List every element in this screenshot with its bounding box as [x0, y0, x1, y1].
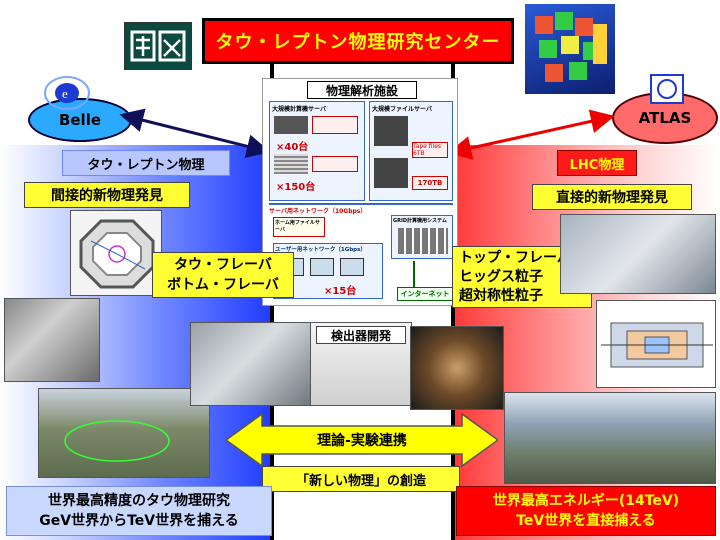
- atlas-endcap-photo: [410, 326, 504, 410]
- grid-system-box: GRID計算機用システム: [391, 215, 453, 259]
- page-title: タウ・レプトン物理研究センター: [202, 18, 514, 64]
- capacity-box: 170TB: [412, 176, 448, 190]
- susy-label: 超対称性粒子: [459, 287, 543, 304]
- lhc-summary-box: 世界最高エネルギー(14TeV) TeV世界を直接捕える: [456, 486, 716, 536]
- belle-arrow: [119, 108, 271, 159]
- lhc-summary-line-1: 世界最高エネルギー(14TeV): [492, 493, 680, 509]
- lhc-summary-line-2: TeV世界を直接捕える: [516, 513, 656, 529]
- bottom-flavor-label: ボトム・フレーバ: [167, 277, 279, 293]
- collaboration-label: 理論-実験連携: [317, 433, 407, 449]
- cpu-spec-box: [312, 116, 358, 134]
- flavor-box: タウ・フレーバ ボトム・フレーバ: [152, 252, 294, 298]
- server-stack-icon: [274, 154, 308, 174]
- atlas-schematic-icon: [601, 322, 713, 368]
- cpu-spec-box-2: [312, 156, 358, 172]
- atlas-label: ATLAS: [638, 109, 692, 127]
- home-server-label: ホーム用ファイルサーバ: [275, 220, 320, 233]
- atlas-detector-diagram: [596, 300, 716, 388]
- workstation-icon-2: [310, 258, 334, 276]
- new-physics-label: 「新しい物理」の創造: [262, 466, 460, 492]
- server-network-line: [269, 203, 453, 205]
- count-40: ×40台: [276, 142, 309, 153]
- count-150: ×150台: [276, 182, 316, 193]
- compute-server-group: 大規模計算機サーバ ×40台 ×150台: [269, 101, 365, 201]
- belle-summary-box: 世界最高精度のタウ物理研究 GeV世界からTeV世界を捕える: [6, 486, 272, 536]
- belle-label: Belle: [58, 111, 102, 129]
- tau-flavor-label: タウ・フレーバ: [174, 257, 272, 273]
- grid-system-label: GRID計算機用システム: [393, 218, 447, 224]
- collaboration-arrow: [226, 412, 498, 468]
- workstation-icon-3: [340, 258, 364, 276]
- institute-logo: [124, 22, 192, 70]
- server-rack-icon: [274, 116, 308, 134]
- file-server-group: 大規模ファイルサーバ Tape files 6TB 170TB: [369, 101, 453, 201]
- tape-files-box: Tape files 6TB: [412, 142, 448, 158]
- atlas-arrow: [447, 109, 615, 160]
- direct-discovery-label: 直接的新物理発見: [532, 184, 692, 210]
- internet-label: インターネット: [397, 287, 453, 301]
- grid-nodes-icon: [398, 228, 448, 254]
- storage-array-icon: [374, 116, 408, 146]
- belle-event-display: [70, 210, 162, 296]
- server-network-label: サーバ用ネットワーク（10Gbps）: [269, 208, 367, 215]
- file-server-label: 大規模ファイルサーバ: [372, 106, 432, 113]
- asymmetric-cubes-image: [525, 4, 615, 94]
- facility-label: 物理解析施設: [307, 81, 417, 99]
- cern-logo-icon: [650, 74, 684, 104]
- detector-octagon-icon: [79, 219, 155, 289]
- internet-line: [413, 261, 415, 287]
- tau-physics-label: タウ・レプトン物理: [62, 150, 230, 176]
- belle-e-icon: e: [44, 76, 90, 110]
- kekb-aerial-photo: [38, 388, 210, 478]
- lhc-physics-label: LHC物理: [557, 150, 637, 176]
- silicon-detector-photo: [190, 322, 316, 406]
- belle-summary-line-2: GeV世界からTeV世界を捕える: [39, 513, 239, 529]
- accelerator-ring-icon: [64, 420, 170, 462]
- belle-summary-line-1: 世界最高精度のタウ物理研究: [48, 493, 230, 509]
- colored-cubes-icon: [535, 12, 607, 82]
- top-flavor-label: トップ・フレーバ: [459, 249, 571, 266]
- detector-development-label: 検出器開発: [316, 326, 406, 344]
- compute-server-label: 大規模計算機サーバ: [272, 106, 326, 113]
- storage-array-icon-2: [374, 158, 408, 188]
- count-15: ×15台: [324, 286, 357, 297]
- belle-detector-photo: [4, 298, 100, 382]
- svg-text:e: e: [62, 86, 68, 101]
- kanji-logo-icon: [130, 30, 186, 62]
- lhc-tunnel-photo: [560, 214, 716, 294]
- home-file-server: ホーム用ファイルサーバ: [273, 217, 325, 237]
- belle-badge: Belle: [28, 98, 132, 142]
- cern-aerial-photo: [504, 392, 716, 484]
- user-network-label: ユーザー用ネットワーク（1Gbps）: [275, 247, 366, 253]
- higgs-label: ヒッグス粒子: [459, 268, 543, 285]
- indirect-discovery-label: 間接的新物理発見: [24, 182, 190, 208]
